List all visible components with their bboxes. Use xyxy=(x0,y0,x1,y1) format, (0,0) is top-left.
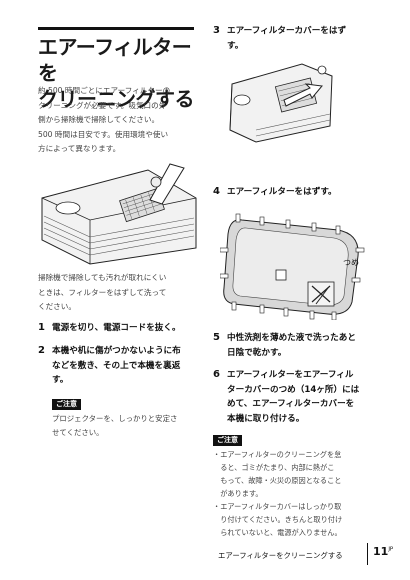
footer-divider xyxy=(367,543,368,565)
step-text: 電源を切り、電源コードを抜く。 xyxy=(52,323,181,333)
step-3: 3 エアーフィルターカバーをはず す。 xyxy=(213,24,373,68)
tab-label: つめ xyxy=(343,258,359,267)
hint-paragraph: 掃除機で掃除しても汚れが取れにくい ときは、フィルターをはずして洗って ください… xyxy=(38,273,167,311)
step-number: 6 xyxy=(213,369,220,380)
caution-text: プロジェクターを、しっかりと安定さ せてください。 xyxy=(52,414,178,437)
step-number: 3 xyxy=(213,25,220,36)
footer-section-label: エアーフィルターをクリーニングする xyxy=(218,551,343,560)
filter-removal-illustration xyxy=(220,213,365,320)
step-number: 4 xyxy=(213,186,220,197)
caution-text: ・エアーフィルターのクリーニングを怠 ると、ゴミがたまり、内部に熱がこ もって、… xyxy=(213,450,343,537)
step-number: 2 xyxy=(38,345,45,356)
caution-badge: ご注意 xyxy=(213,435,242,446)
step-1: 1 電源を切り、電源コードを抜く。 xyxy=(38,321,208,365)
step-text: エアーフィルターをはずす。 xyxy=(227,187,337,197)
step-text: 中性洗剤を薄めた液で洗ったあと 日陰で乾かす。 xyxy=(227,333,356,358)
page-number-value: 11 xyxy=(373,545,389,558)
step-text: 本機や机に傷がつかないように布 などを敷き、その上で本機を裏返 す。 xyxy=(52,346,181,385)
page-number: 11JP xyxy=(373,545,393,558)
caution-badge: ご注意 xyxy=(52,399,81,410)
step-text: エアーフィルターをエアーフィル ターカバーのつめ（14ヶ所）には めて、エアーフ… xyxy=(227,370,360,424)
vacuum-cleaning-illustration xyxy=(41,163,197,265)
step-number: 1 xyxy=(38,322,45,333)
page-title: エアーフィルターを クリーニングする xyxy=(38,35,195,111)
intro-paragraph: 約 500 時間ごとにエアーフィルターの クリーニングが必要です。吸気口の外 側… xyxy=(38,86,171,153)
step-4: 4 エアーフィルターをはずす。 xyxy=(213,185,373,229)
step-number: 5 xyxy=(213,332,220,343)
step-text: エアーフィルターカバーをはず す。 xyxy=(227,26,347,51)
step-5: 5 中性洗剤を薄めた液で洗ったあと 日陰で乾かす。 xyxy=(213,331,383,375)
step-2: 2 本機や机に傷がつかないように布 などを敷き、その上で本機を裏返 す。 xyxy=(38,344,208,388)
page-suffix: JP xyxy=(388,546,394,553)
filter-cover-removal-illustration xyxy=(229,63,333,143)
title-rule xyxy=(38,27,194,30)
step-6: 6 エアーフィルターをエアーフィル ターカバーのつめ（14ヶ所）には めて、エア… xyxy=(213,368,383,424)
